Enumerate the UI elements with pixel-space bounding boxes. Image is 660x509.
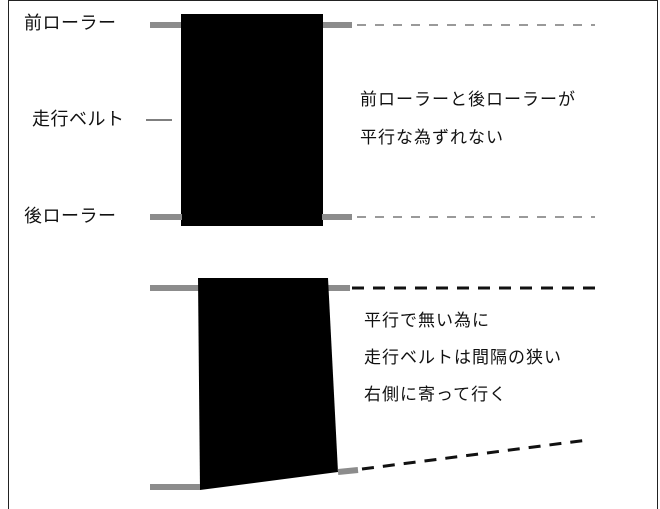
running-belt-top <box>181 14 323 226</box>
bottom-description-line-1: 平行で無い為に <box>364 311 490 331</box>
rear-roller-bottom-guide-dashed <box>361 438 589 471</box>
bottom-diagram <box>150 278 595 490</box>
rear-roller-bottom-right <box>337 467 359 475</box>
bottom-description-line-2: 走行ベルトは間隔の狭い <box>364 348 562 368</box>
bottom-description-line-3: 右側に寄って行く <box>364 385 508 405</box>
rear-roller-label: 後ローラー <box>24 206 117 227</box>
running-belt-bottom <box>198 278 338 490</box>
top-description-line-2: 平行な為ずれない <box>360 128 504 148</box>
front-roller-label: 前ローラー <box>24 13 117 34</box>
top-diagram <box>146 14 595 226</box>
running-belt-label: 走行ベルト <box>32 109 125 130</box>
top-description-line-1: 前ローラーと後ローラーが <box>360 90 576 110</box>
